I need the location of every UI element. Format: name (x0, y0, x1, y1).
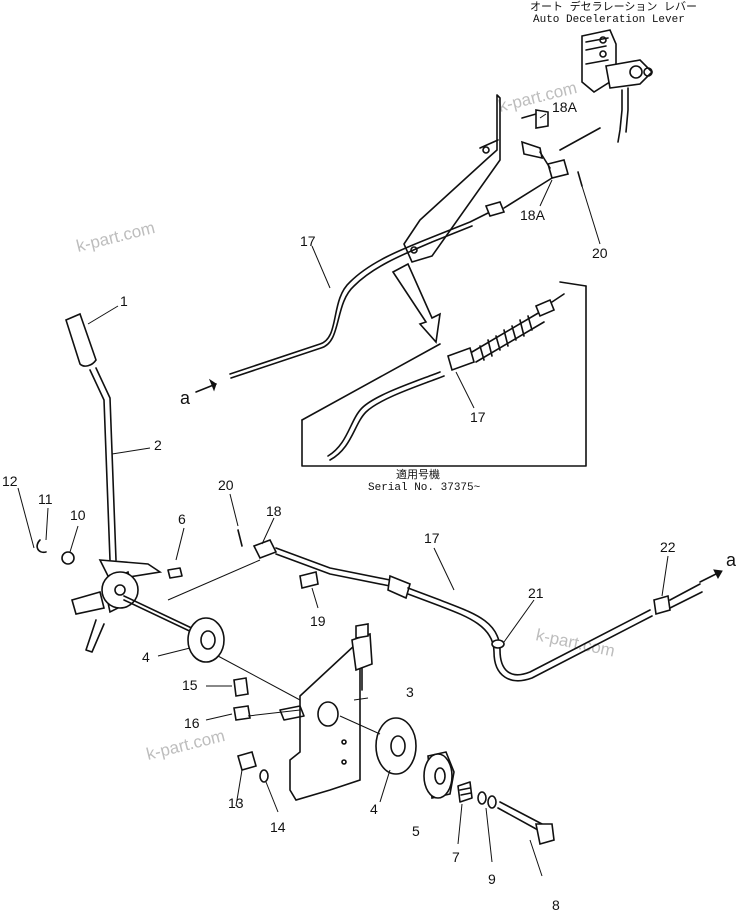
callout-17-top: 17 (300, 233, 316, 249)
spring-7 (457, 781, 473, 803)
washer-9b (487, 795, 497, 809)
callout-17-lower: 17 (424, 530, 440, 546)
pin-18a (520, 140, 569, 179)
washer-10 (61, 551, 75, 565)
direction-arrow (391, 262, 442, 344)
bolt-8 (497, 801, 555, 846)
callout-10: 10 (70, 507, 86, 523)
lever-rod (89, 367, 117, 561)
callout-7: 7 (452, 849, 460, 865)
lever-base (71, 559, 201, 653)
callout-6: 6 (178, 511, 186, 527)
arrow-a-left: a (180, 378, 217, 408)
callout-4b: 4 (370, 801, 378, 817)
inset-caption-en: Serial No. 37375~ (368, 482, 481, 494)
callout-13: 13 (228, 795, 244, 811)
plate-4-lower (375, 717, 417, 775)
callout-20-lower: 20 (218, 477, 234, 493)
pulley-5 (423, 751, 455, 799)
lever-knob (65, 312, 97, 367)
callout-18a-top: 18A (552, 99, 578, 115)
callout-9: 9 (488, 871, 496, 887)
watermark-4: k-part.com (144, 726, 227, 764)
bracket-plate-3 (279, 623, 373, 801)
callout-18: 18 (266, 503, 282, 519)
leader-lines (17, 113, 669, 877)
callout-8: 8 (552, 897, 560, 913)
inset-caption-jp: 適用号機 (396, 467, 440, 482)
pin-18a-top (521, 109, 549, 129)
callout-15: 15 (182, 677, 198, 693)
callout-17-inset: 17 (470, 409, 486, 425)
pin-6 (167, 567, 183, 579)
plate-4-upper (187, 617, 225, 663)
washer-9a (477, 791, 487, 805)
callout-20-top: 20 (592, 245, 608, 261)
callout-14: 14 (270, 819, 286, 835)
nut-16 (233, 705, 251, 721)
clip-20 (237, 529, 243, 547)
watermark-1: k-part.com (74, 218, 157, 256)
assembly-line-4 (247, 709, 301, 717)
callout-4a: 4 (142, 649, 150, 665)
control-cable-17-top (229, 177, 553, 379)
callout-3: 3 (406, 684, 414, 700)
callout-1: 1 (120, 293, 128, 309)
cotter-pin-11 (36, 539, 47, 554)
header-title-jp: オート デセラレーション レバー (530, 0, 697, 14)
assembly-line-1 (167, 559, 261, 601)
assembly-line-3 (339, 715, 381, 735)
pin-20-top (577, 171, 583, 187)
callout-18a: 18A (520, 207, 546, 223)
pin-19 (299, 571, 319, 589)
inset-box: 適用号機 Serial No. 37375~ (301, 281, 587, 494)
callout-19: 19 (310, 613, 326, 629)
control-cable-17-lower (252, 538, 703, 682)
auto-deceleration-lever (559, 29, 654, 151)
assembly-line-2 (217, 655, 301, 701)
callout-12: 12 (2, 473, 18, 489)
bolt-13 (237, 751, 257, 771)
header-title-en: Auto Deceleration Lever (533, 14, 685, 26)
callout-21: 21 (528, 585, 544, 601)
callout-22: 22 (660, 539, 676, 555)
cable-bracket-top (403, 94, 501, 263)
bolt-15 (233, 677, 249, 697)
arrow-a-right: a (699, 550, 737, 583)
callout-5: 5 (412, 823, 420, 839)
washer-14 (259, 769, 269, 783)
arrow-a-left-label: a (180, 388, 191, 408)
callout-2: 2 (154, 437, 162, 453)
arrow-a-right-label: a (726, 550, 737, 570)
callout-16: 16 (184, 715, 200, 731)
callout-11: 11 (38, 491, 53, 507)
